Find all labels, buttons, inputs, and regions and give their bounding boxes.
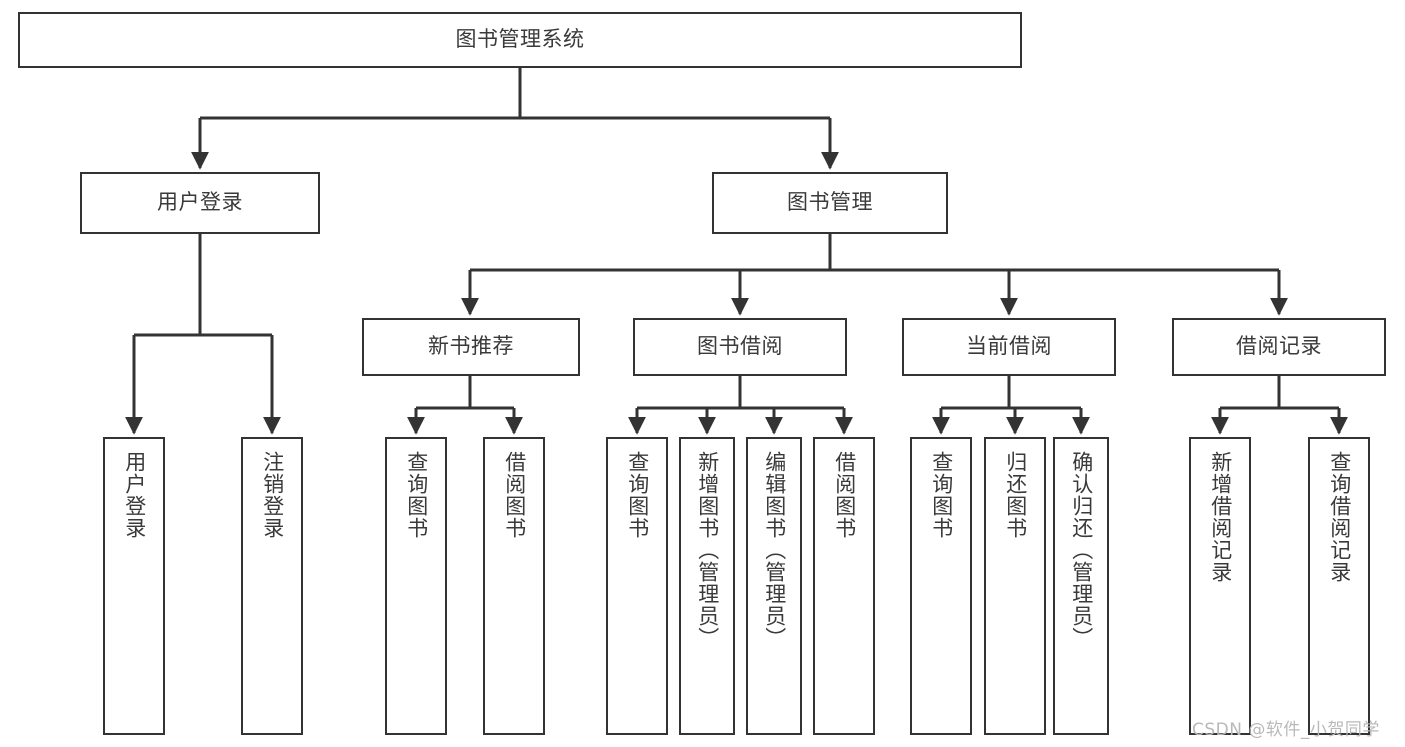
leaf-edit-book-admin-label: 编辑图书（管理员） <box>762 451 787 649</box>
leaf-return-book-label: 归还图书 <box>1003 451 1028 539</box>
leaf-borrow-book-label: 借阅图书 <box>832 451 857 539</box>
leaf-borrow-book[interactable]: 借阅图书 <box>813 437 875 735</box>
leaf-add-book-admin[interactable]: 新增图书（管理员） <box>679 437 735 735</box>
leaf-query-book-recommend[interactable]: 查询图书 <box>385 437 447 735</box>
node-borrow-records[interactable]: 借阅记录 <box>1172 318 1386 376</box>
node-root-label: 图书管理系统 <box>455 27 585 52</box>
node-book-management-label: 图书管理 <box>787 190 873 215</box>
csdn-watermark: CSDN @软件_小贺同学 <box>1192 720 1380 740</box>
leaf-query-book-current[interactable]: 查询图书 <box>910 437 972 735</box>
leaf-edit-book-admin[interactable]: 编辑图书（管理员） <box>746 437 802 735</box>
leaf-return-book[interactable]: 归还图书 <box>984 437 1046 735</box>
leaf-add-borrow-record[interactable]: 新增借阅记录 <box>1189 437 1251 735</box>
node-current-borrow-label: 当前借阅 <box>966 334 1052 359</box>
leaf-confirm-return-admin-label: 确认归还（管理员） <box>1069 451 1094 649</box>
node-new-book-recommend[interactable]: 新书推荐 <box>362 318 580 376</box>
leaf-user-login[interactable]: 用户登录 <box>103 437 165 735</box>
node-user-login-label: 用户登录 <box>157 190 243 215</box>
node-current-borrow[interactable]: 当前借阅 <box>902 318 1116 376</box>
leaf-query-book-borrow-label: 查询图书 <box>625 451 650 539</box>
node-book-borrow-label: 图书借阅 <box>697 334 783 359</box>
leaf-query-borrow-record[interactable]: 查询借阅记录 <box>1308 437 1370 735</box>
leaf-borrow-book-recommend-label: 借阅图书 <box>502 451 527 539</box>
leaf-logout-label: 注销登录 <box>260 451 285 539</box>
leaf-query-book-borrow[interactable]: 查询图书 <box>606 437 668 735</box>
leaf-query-book-recommend-label: 查询图书 <box>404 451 429 539</box>
node-book-borrow[interactable]: 图书借阅 <box>633 318 847 376</box>
leaf-logout[interactable]: 注销登录 <box>241 437 303 735</box>
leaf-query-borrow-record-label: 查询借阅记录 <box>1327 451 1352 583</box>
leaf-user-login-label: 用户登录 <box>122 451 147 539</box>
node-borrow-records-label: 借阅记录 <box>1236 334 1322 359</box>
leaf-confirm-return-admin[interactable]: 确认归还（管理员） <box>1053 437 1109 735</box>
leaf-query-book-current-label: 查询图书 <box>929 451 954 539</box>
leaf-borrow-book-recommend[interactable]: 借阅图书 <box>483 437 545 735</box>
leaf-add-borrow-record-label: 新增借阅记录 <box>1208 451 1233 583</box>
node-user-login[interactable]: 用户登录 <box>80 172 320 234</box>
node-book-management[interactable]: 图书管理 <box>712 172 948 234</box>
node-new-book-recommend-label: 新书推荐 <box>428 334 514 359</box>
leaf-add-book-admin-label: 新增图书（管理员） <box>695 451 720 649</box>
node-root[interactable]: 图书管理系统 <box>18 12 1022 68</box>
